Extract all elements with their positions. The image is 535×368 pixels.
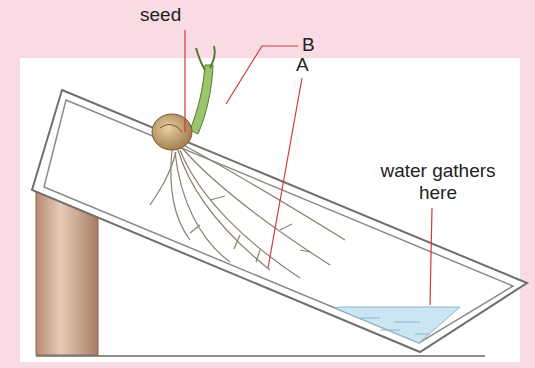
container-inner [44, 100, 513, 343]
container [32, 90, 527, 352]
ground [36, 355, 485, 357]
water [335, 307, 460, 343]
shoot-tip [196, 46, 215, 70]
callout-letter: A [296, 54, 326, 76]
seed-mark [160, 125, 182, 132]
shoot [190, 65, 213, 134]
water-ripples [360, 318, 430, 334]
note-label: water gathers here [378, 160, 498, 204]
part-label: seed [140, 4, 230, 26]
callout-letter: B [302, 34, 332, 56]
seed [152, 114, 192, 150]
roots [150, 146, 345, 278]
